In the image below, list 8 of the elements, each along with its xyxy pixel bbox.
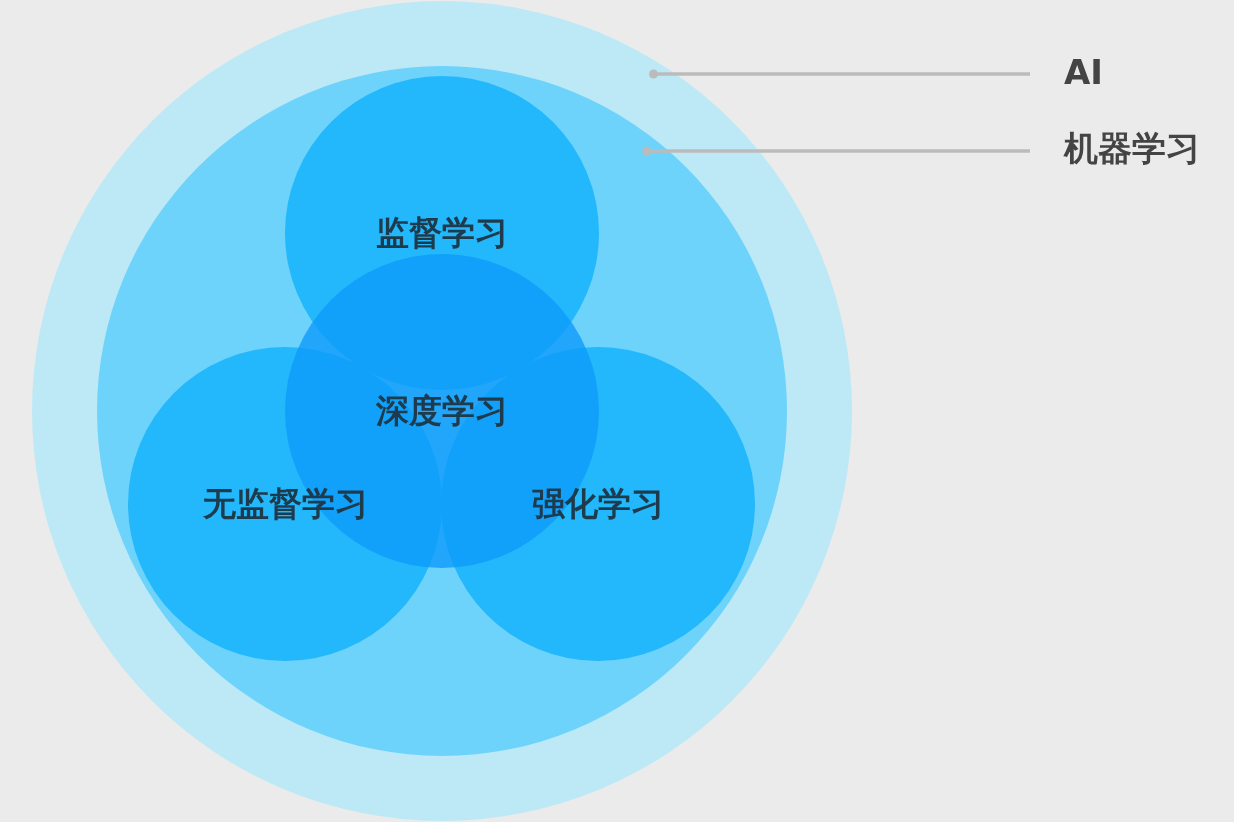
category-label: 机器学习 — [1030, 126, 1200, 172]
set-label: 深度学习 — [375, 389, 509, 432]
set-label: 强化学习 — [531, 482, 665, 525]
leader-line — [649, 69, 1030, 79]
set-label: 监督学习 — [375, 211, 509, 254]
set-label: 无监督学习 — [201, 482, 369, 525]
leader-line — [642, 146, 1030, 156]
category-label: AI — [1030, 52, 1103, 92]
